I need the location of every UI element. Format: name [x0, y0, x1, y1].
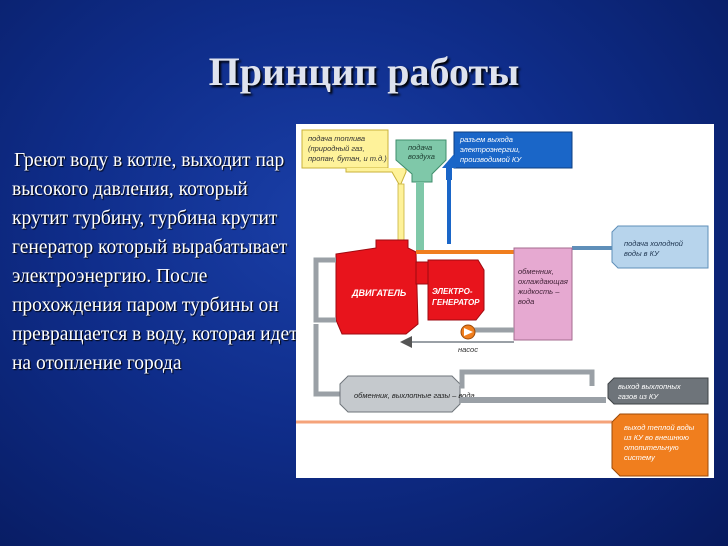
- cogeneration-diagram: подача топлива (природный газ, пропан, б…: [296, 124, 714, 478]
- pump-label: насос: [458, 345, 478, 354]
- pump-icon: [460, 324, 476, 340]
- hot-water-output-box: выход теплой воды из КУ во внешнюю отопи…: [611, 413, 709, 477]
- engine-loop-pipe: [313, 257, 336, 323]
- power-output-box: разъем выхода электроэнергии, производим…: [453, 131, 573, 169]
- air-supply-line-1: подача: [408, 143, 432, 152]
- exhaust-exchanger-label: обменник, выхлопные газы – вода: [354, 391, 475, 400]
- hot-water-line-1: выход теплой воды: [624, 423, 695, 432]
- engine-block: ДВИГАТЕЛЬ: [335, 239, 419, 335]
- cold-water-line-1: подача холодной: [624, 239, 684, 248]
- exhaust-output-line-1: выход выхлопных: [618, 382, 681, 391]
- fuel-supply-box: подача топлива (природный газ, пропан, б…: [301, 129, 389, 169]
- coolant-exchanger-line-1: обменник,: [518, 267, 554, 276]
- fuel-supply-line-2: (природный газ,: [308, 144, 365, 153]
- air-supply-line-2: воздуха: [408, 152, 435, 161]
- coolant-exchanger-box: обменник, охлаждающая жидкость – вода: [513, 247, 573, 341]
- power-arrow: [442, 154, 456, 180]
- hot-water-line-3: отопительную: [624, 443, 679, 452]
- power-output-line-1: разъем выхода: [459, 135, 513, 144]
- slide-body-text: Греют воду в котле, выходит пар высокого…: [12, 150, 298, 374]
- hot-water-line-4: систему: [624, 453, 656, 462]
- generator-line-2: ГЕНЕРАТОР: [432, 298, 480, 307]
- coolant-exchanger-line-2: охлаждающая: [518, 277, 568, 286]
- fuel-supply-line-1: подача топлива: [308, 134, 365, 143]
- power-output-line-2: электроэнергии,: [460, 145, 520, 154]
- generator-block: ЭЛЕКТРО- ГЕНЕРАТОР: [415, 259, 485, 321]
- exhaust-feed-pipe: [313, 324, 340, 397]
- exhaust-output-line-2: газов из КУ: [618, 392, 659, 401]
- cold-water-supply-box: подача холодной воды в КУ: [611, 225, 709, 269]
- air-supply-box: подача воздуха: [395, 139, 447, 183]
- exhaust-gas-pipe: [459, 369, 595, 389]
- generator-line-1: ЭЛЕКТРО-: [432, 287, 473, 296]
- hot-water-line-2: из КУ во внешнюю: [624, 433, 689, 442]
- engine-label: ДВИГАТЕЛЬ: [351, 288, 407, 298]
- exhaust-exchanger-box: обменник, выхлопные газы – вода: [339, 375, 475, 413]
- fuel-funnel: [345, 168, 407, 188]
- power-output-line-3: производимой КУ: [460, 155, 522, 164]
- cold-water-line-2: воды в КУ: [624, 249, 660, 258]
- coolant-exchanger-line-3: жидкость –: [517, 287, 560, 296]
- slide-title: Принцип работы: [208, 49, 520, 94]
- diagram-canvas: подача топлива (природный газ, пропан, б…: [296, 129, 709, 477]
- fuel-supply-line-3: пропан, бутан, и т.д.): [308, 154, 387, 163]
- exhaust-output-box: выход выхлопных газов из КУ: [607, 377, 709, 405]
- coolant-exchanger-line-4: вода: [518, 297, 534, 306]
